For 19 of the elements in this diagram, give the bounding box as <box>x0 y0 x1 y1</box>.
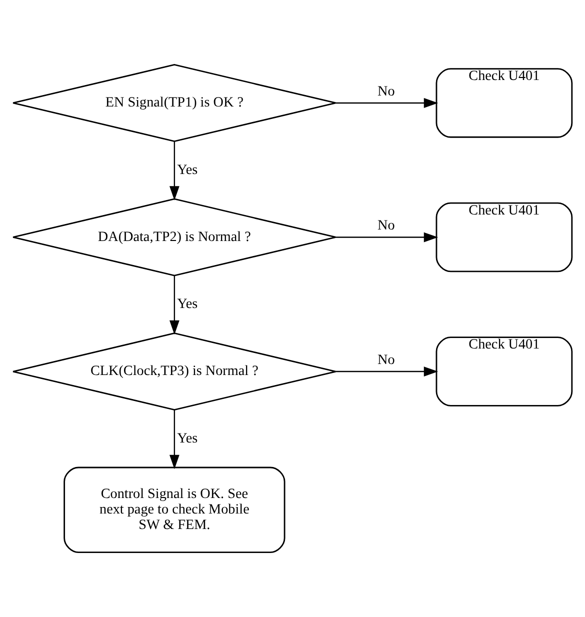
arrow <box>169 276 180 335</box>
node-box: Check U401 <box>436 336 573 406</box>
arrow <box>169 142 180 200</box>
arrow <box>336 98 438 108</box>
node-box: Check U401 <box>436 68 573 138</box>
node-box: Control Signal is OK. See next page to check Mobile SW & FEM. <box>64 466 286 553</box>
node-box: Check U401 <box>436 202 573 272</box>
edge-label: Yes <box>177 296 198 312</box>
edge-label: Yes <box>177 162 198 178</box>
node-diamond: EN Signal(TP1) is OK ? <box>12 64 336 142</box>
node-diamond: CLK(Clock,TP3) is Normal ? <box>12 332 336 411</box>
edge-label: No <box>377 83 395 100</box>
edge-label: No <box>377 218 395 234</box>
edge-label: Yes <box>177 430 198 446</box>
arrow <box>336 366 438 376</box>
arrow <box>169 410 180 470</box>
edge-label: No <box>377 352 395 368</box>
node-diamond: DA(Data,TP2) is Normal ? <box>12 198 336 276</box>
arrow <box>336 232 438 242</box>
